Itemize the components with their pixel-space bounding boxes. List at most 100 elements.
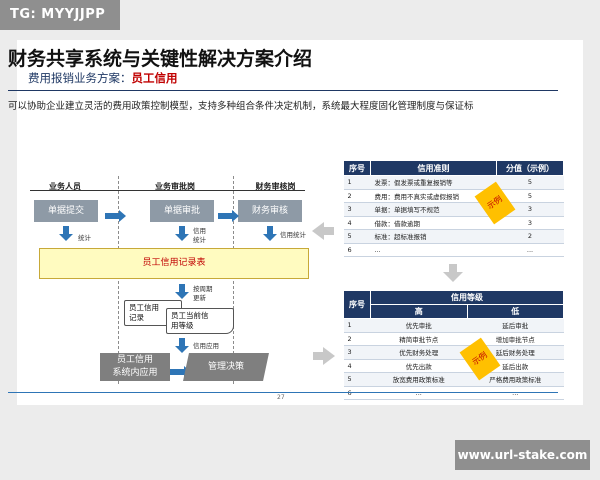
- table-cell: 优先审批: [370, 318, 467, 333]
- grey-arrow-left-stem: [324, 227, 334, 235]
- doc-current-credit-level: 员工当前信 用等级: [166, 308, 234, 334]
- t2-subheader-high: 高: [370, 304, 468, 319]
- down-arrow-approve: [175, 226, 189, 241]
- table-cell: 3: [343, 345, 371, 360]
- table-cell: ...: [370, 243, 497, 257]
- credit-record-table: 员工信用记录表: [39, 248, 309, 279]
- table-cell: 5: [343, 229, 371, 244]
- table-cell: 5: [343, 372, 371, 387]
- submit-box: 单据提交: [34, 200, 98, 222]
- title-divider: [8, 90, 558, 91]
- label-monthly: 按周期: [193, 285, 213, 293]
- table-cell: 2: [343, 189, 371, 203]
- lane-header-line: [30, 190, 305, 191]
- decision-label: 管理决策: [207, 362, 244, 372]
- table-cell: 优先出款: [370, 359, 467, 373]
- lane-header-finance: 财务审核岗: [255, 182, 296, 191]
- label-stat: 统计: [78, 234, 91, 242]
- table-cell: 精简审批节点: [370, 332, 467, 346]
- t2-header-no: 序号: [343, 290, 371, 319]
- page-number: 27: [277, 394, 285, 401]
- down-arrow-credit-use: [175, 338, 189, 353]
- watermark-top: TG: MYYJJPP: [0, 0, 120, 30]
- subtitle-prefix: 费用报销业务方案：: [28, 71, 132, 85]
- label-credit-apply-stat: 信用统计: [280, 231, 306, 239]
- right-arrow-2: [218, 205, 239, 222]
- t1-header-score: 分值（示例）: [496, 160, 564, 176]
- table-cell: 发票：假发票或重复报销等: [370, 175, 497, 190]
- t2-header-level: 信用等级: [370, 290, 564, 305]
- in-system-app-box: 员工信用 系统内应用: [100, 353, 170, 381]
- table-cell: 借款：借款逾期: [370, 216, 497, 230]
- lane-divider-1: [118, 176, 119, 384]
- grey-arrow-right: [323, 347, 335, 365]
- table-cell: 费用：费用不真实或虚假报销: [370, 189, 497, 203]
- doc-credit-record-line1: 员工信用: [129, 303, 159, 312]
- down-arrow-submit: [59, 226, 73, 241]
- t1-header-criteria: 信用准则: [370, 160, 497, 176]
- description: 可以协助企业建立灵活的费用政策控制模型，支持多种组合条件决定机制，系统最大程度固…: [8, 101, 474, 112]
- label-credit-stat: 统计: [193, 236, 206, 244]
- lane-divider-2: [233, 176, 234, 384]
- table-cell: 延后审批: [467, 318, 564, 333]
- page-title: 财务共享系统与关键性解决方案介绍: [8, 48, 313, 70]
- table-cell: 2: [496, 229, 564, 244]
- grey-arrow-left: [312, 222, 324, 240]
- lane-header-approval: 业务审批岗: [155, 182, 195, 191]
- table-cell: 1: [343, 318, 371, 333]
- grey-arrow-down: [443, 272, 463, 282]
- subtitle: 费用报销业务方案：员工信用: [28, 70, 178, 86]
- table-cell: ...: [496, 243, 564, 257]
- watermark-bottom: www.url-stake.com: [455, 440, 590, 470]
- doc-current-credit-level-line1: 员工当前信: [171, 311, 209, 320]
- grey-arrow-down-stem: [449, 264, 457, 272]
- doc-credit-record-line2: 记录: [129, 313, 144, 322]
- right-arrow-1: [105, 205, 126, 222]
- lane-header-business: 业务人员: [49, 182, 81, 191]
- table-cell: 优先财务处理: [370, 345, 467, 360]
- grey-arrow-right-stem: [313, 352, 323, 360]
- table-cell: 增加审批节点: [467, 332, 564, 346]
- t2-subheader-low: 低: [466, 304, 564, 319]
- label-credit: 信用: [193, 227, 206, 235]
- table-cell: 标准：超标准报销: [370, 229, 497, 244]
- t1-header-no: 序号: [343, 160, 371, 176]
- table-cell: 5: [496, 175, 564, 190]
- approve-box: 单据审批: [150, 200, 214, 222]
- down-arrow-audit: [263, 226, 277, 241]
- table-cell: 3: [343, 202, 371, 217]
- down-arrow-monthly: [175, 284, 189, 299]
- in-system-app-line2: 系统内应用: [112, 368, 158, 378]
- table-cell: 6: [343, 243, 371, 257]
- table-cell: 2: [343, 332, 371, 346]
- table-cell: 3: [496, 216, 564, 230]
- decision-box: 管理决策: [183, 353, 269, 381]
- table-cell: 4: [343, 359, 371, 373]
- table-cell: 1: [343, 175, 371, 190]
- table-cell: 5: [496, 189, 564, 203]
- in-system-app-line1: 员工信用: [116, 355, 153, 365]
- label-credit-use: 信用应用: [193, 342, 219, 350]
- table-cell: 严格费用政策标准: [467, 372, 564, 387]
- doc-current-credit-level-line2: 用等级: [171, 321, 194, 330]
- audit-box: 财务审核: [238, 200, 302, 222]
- label-update: 更新: [193, 294, 206, 302]
- table-row: 6......: [343, 243, 564, 257]
- table-cell: 单据：单据填写不规范: [370, 202, 497, 217]
- footer-line: [8, 392, 558, 393]
- table-cell: 4: [343, 216, 371, 230]
- subtitle-highlight: 员工信用: [131, 71, 178, 85]
- table-cell: 放宽费用政策标准: [370, 372, 467, 387]
